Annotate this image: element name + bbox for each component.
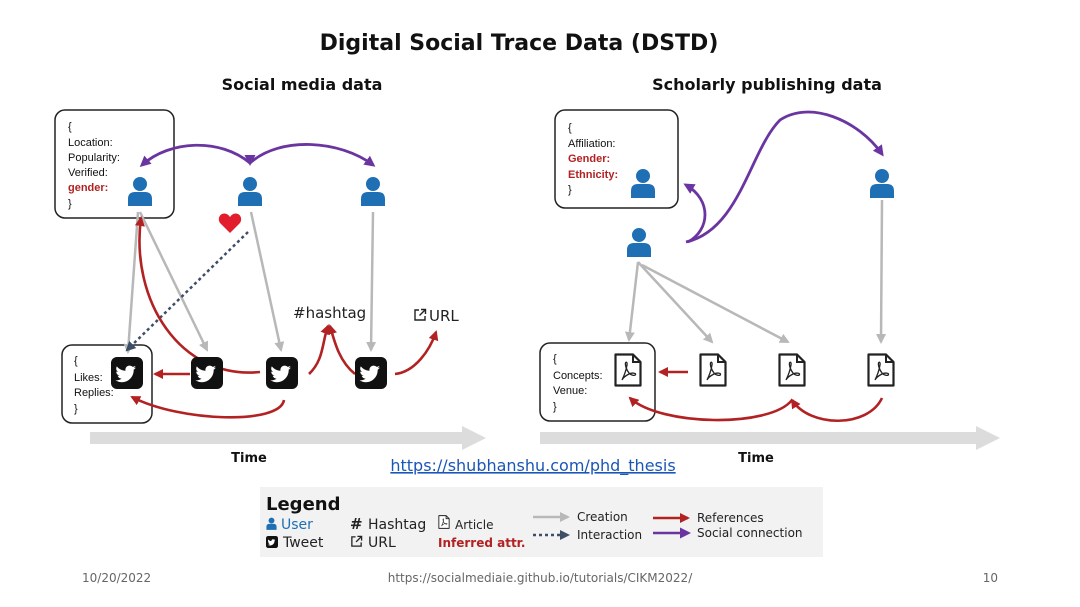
legend-creation-label: Creation	[577, 510, 628, 524]
scholarly-time-arrow	[540, 426, 1000, 450]
slide-title: Digital Social Trace Data (DSTD)	[320, 31, 719, 56]
social-heading: Social media data	[222, 75, 383, 94]
scholarly-connection-arrows	[683, 110, 884, 244]
scholarly-creation-arrows	[624, 199, 887, 344]
social-interaction-arrow	[125, 231, 249, 352]
legend-user-label: User	[281, 517, 313, 533]
social-user-attr-5: }	[68, 198, 72, 210]
footer-date: 10/20/2022	[82, 571, 151, 585]
legend-social-connection-label: Social connection	[697, 526, 803, 540]
legend-hashtag-icon: #	[350, 515, 363, 533]
scholarly-reference-arrows	[628, 367, 884, 423]
scholarly-article-3-icon	[778, 353, 806, 387]
social-tweet-attr-2: Replies:	[74, 387, 114, 399]
social-user-attr-4: gender:	[68, 182, 108, 194]
social-user-3-icon	[361, 177, 385, 206]
scholarly-user-attr-3: Ethnicity:	[568, 169, 618, 181]
scholarly-user-attr-1: Affiliation:	[568, 138, 616, 150]
social-user-attr-0: {	[68, 121, 72, 133]
scholarly-user-2-icon	[627, 228, 651, 257]
social-tweet-attr-0: {	[74, 355, 78, 367]
scholarly-user-attr-4: }	[568, 184, 572, 196]
social-user-2-icon	[238, 177, 262, 206]
like-heart-icon	[218, 213, 242, 233]
scholarly-user-attr-box	[554, 109, 679, 209]
social-user-attr-2: Popularity:	[68, 152, 120, 164]
legend-inferred-label: Inferred attr.	[438, 536, 525, 550]
social-time-arrow	[90, 426, 486, 450]
scholarly-article-attr-2: Venue:	[553, 385, 587, 397]
scholarly-article-attr-3: }	[553, 401, 557, 413]
scholarly-article-1-icon	[614, 353, 642, 387]
legend-article-icon	[438, 515, 450, 529]
scholarly-user-attr-0: {	[568, 122, 572, 134]
legend-url-label: URL	[368, 535, 396, 551]
legend-tweet-label: Tweet	[282, 535, 324, 551]
thesis-link[interactable]: https://shubhanshu.com/phd_thesis	[390, 456, 675, 476]
social-url-label: URL	[429, 307, 459, 325]
legend-references-label: References	[697, 511, 764, 525]
social-creation-arrows	[123, 211, 377, 354]
scholarly-article-2-icon	[699, 353, 727, 387]
social-tweet-4-icon	[355, 357, 387, 389]
social-tweet-attr-3: }	[74, 403, 78, 415]
legend-article-label: Article	[455, 518, 494, 532]
social-user-attr-3: Verified:	[68, 167, 108, 179]
social-tweet-2-icon	[191, 357, 223, 389]
legend-box	[260, 487, 823, 557]
social-url-external-link-icon	[414, 308, 427, 321]
social-time-label: Time	[231, 451, 267, 466]
social-hashtag-label: #hashtag	[293, 304, 366, 322]
social-user-attr-1: Location:	[68, 137, 113, 149]
legend-tweet-icon	[266, 536, 278, 548]
legend-interaction-label: Interaction	[577, 528, 642, 542]
scholarly-time-label: Time	[738, 451, 774, 466]
legend-title: Legend	[266, 494, 340, 515]
scholarly-heading: Scholarly publishing data	[652, 75, 882, 94]
scholarly-article-attr-1: Concepts:	[553, 370, 603, 382]
scholarly-user-attr-2: Gender:	[568, 153, 610, 165]
social-tweet-3-icon	[266, 357, 298, 389]
legend-hashtag-label: Hashtag	[368, 517, 426, 533]
social-user-attr-box	[54, 109, 175, 219]
footer-page-number: 10	[983, 571, 998, 585]
scholarly-article-attr-0: {	[553, 353, 557, 365]
social-tweet-attr-1: Likes:	[74, 372, 103, 384]
social-reference-arrows	[130, 216, 439, 419]
social-tweet-1-icon	[111, 357, 143, 389]
scholarly-article-4-icon	[867, 353, 895, 387]
scholarly-user-3-icon	[870, 169, 894, 198]
footer-url: https://socialmediaie.github.io/tutorial…	[388, 571, 693, 585]
social-connection-arrows	[139, 143, 376, 167]
